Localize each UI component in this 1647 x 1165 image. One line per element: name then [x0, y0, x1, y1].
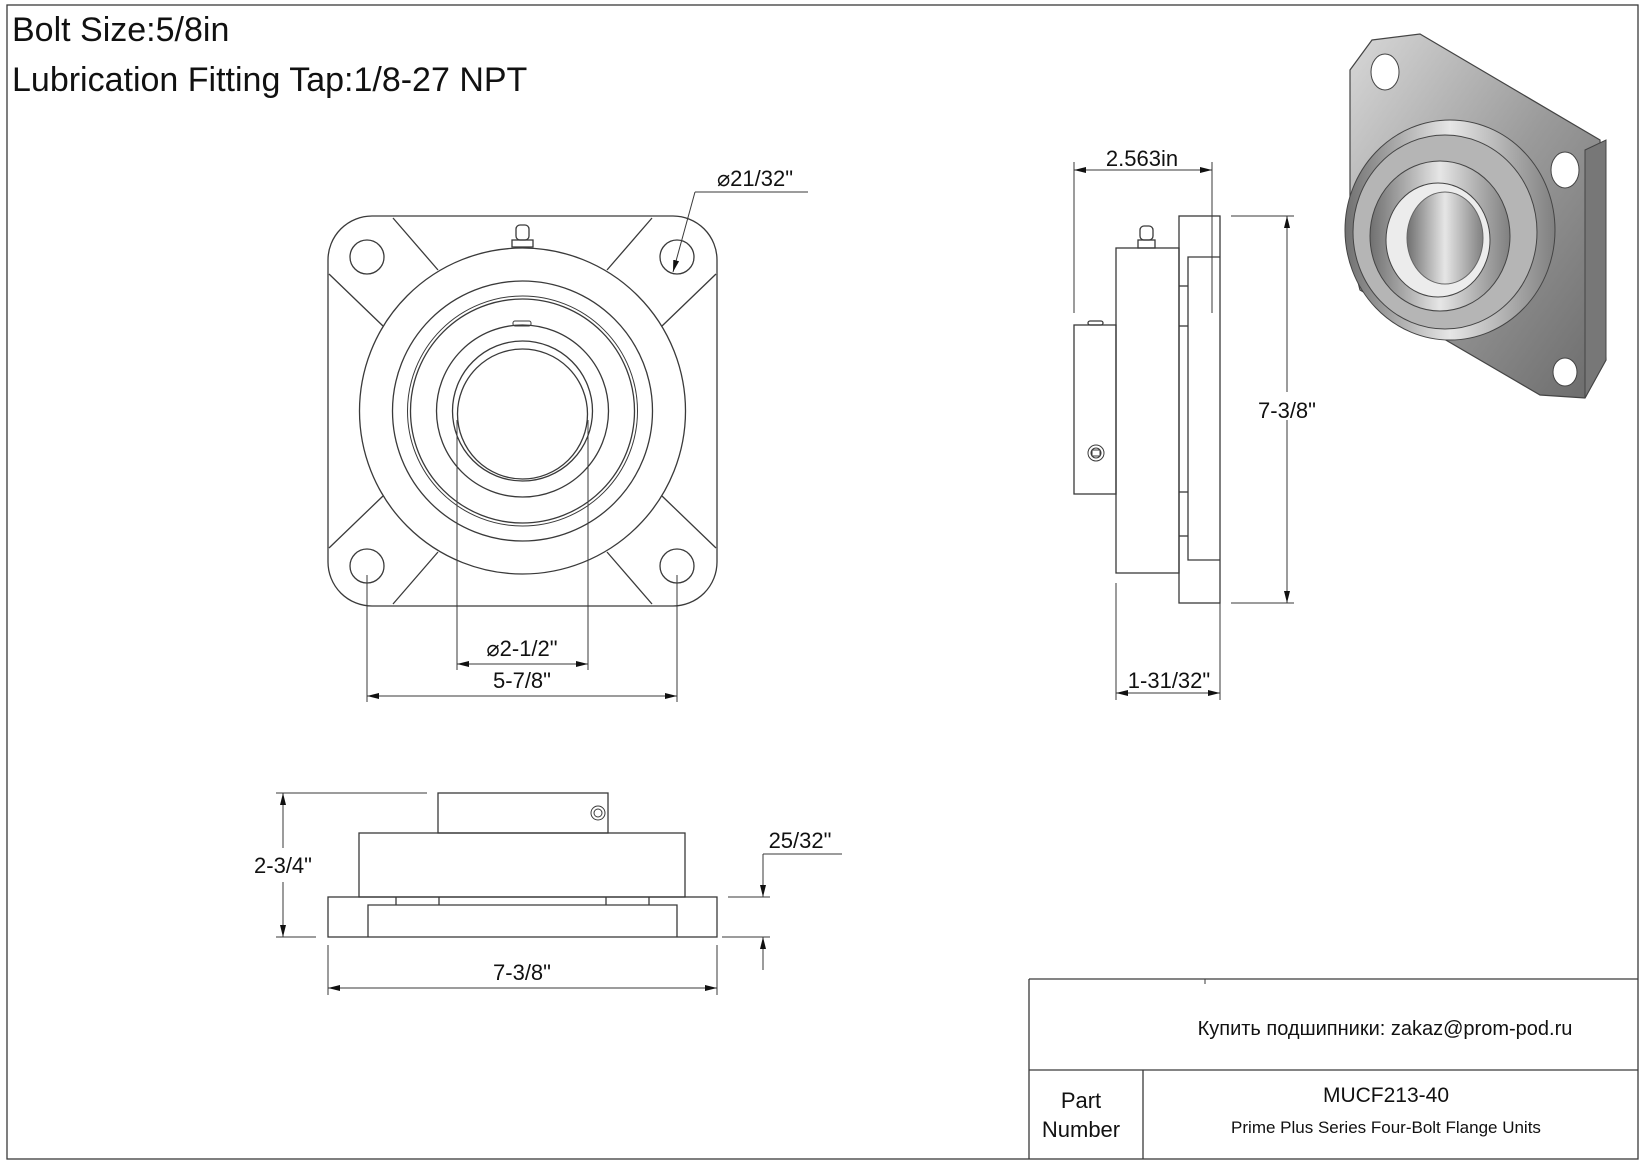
bolt-hole [659, 239, 695, 275]
unit-height-dim: 2-3/4" [254, 853, 312, 878]
front-view: ⌀21/32" ⌀2-1/2" 5-7/8" [327, 166, 808, 702]
flange-thickness-dim: 25/32" [769, 828, 832, 853]
flange-width-dim: 7-3/8" [493, 960, 551, 985]
isometric-bearing-render [1344, 33, 1607, 399]
bore [456, 348, 589, 480]
title-block: Купить подшипники: zakaz@prom-pod.ru Par… [1028, 978, 1638, 1159]
overall-depth-dim: 2.563in [1106, 146, 1178, 171]
bore-diameter-dim: ⌀2-1/2" [486, 636, 557, 661]
part-number: MUCF213-40 [1323, 1084, 1449, 1107]
bolt-hole-diameter-dim: ⌀21/32" [717, 166, 793, 191]
contact-text: Купить подшипники: zakaz@prom-pod.ru [1198, 1018, 1573, 1040]
set-screw-icon [1087, 444, 1105, 462]
flange-height-dim: 7-3/8" [1258, 398, 1316, 423]
number-label: Number [1042, 1117, 1120, 1142]
bolt-spacing-dim: 5-7/8" [493, 668, 551, 693]
set-screw-icon [590, 805, 606, 821]
grease-fitting [511, 224, 534, 248]
bottom-view: 2-3/4" 25/32" 7-3/8" [254, 792, 842, 995]
bolt-hole [349, 239, 385, 275]
part-label: Part [1061, 1088, 1101, 1113]
lubrication-fitting-label: Lubrication Fitting Tap:1/8-27 NPT [12, 61, 527, 99]
sheet-border [6, 4, 1639, 1160]
part-description: Prime Plus Series Four-Bolt Flange Units [1231, 1118, 1541, 1137]
bolt-size-label: Bolt Size:5/8in [12, 11, 229, 49]
side-view: 2.563in 7-3/8" 1-31/32" [1073, 146, 1316, 700]
housing-depth-dim: 1-31/32" [1128, 668, 1210, 693]
